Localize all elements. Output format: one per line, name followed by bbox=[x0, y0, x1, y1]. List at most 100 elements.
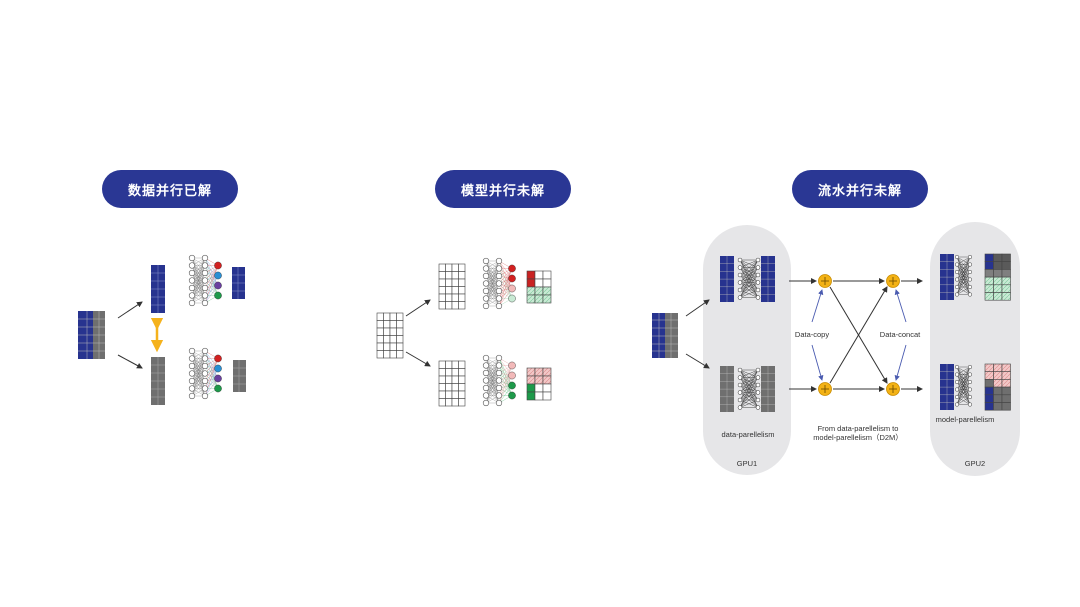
grid-cell bbox=[534, 294, 544, 304]
grid-cell bbox=[383, 342, 391, 351]
neuron bbox=[967, 379, 973, 385]
neuron bbox=[954, 277, 960, 282]
neuron bbox=[755, 287, 761, 293]
grid-cell bbox=[526, 294, 536, 304]
heading-model-parallel: 模型并行未解 bbox=[435, 170, 571, 208]
neural-net-part-2 bbox=[482, 354, 516, 407]
grid-cell bbox=[396, 350, 404, 359]
grid-cell bbox=[458, 360, 466, 369]
input-batch-block bbox=[78, 311, 105, 359]
grid-cell bbox=[376, 335, 384, 344]
neuron bbox=[495, 362, 503, 369]
neuron bbox=[755, 295, 761, 300]
grid-cell bbox=[445, 368, 453, 377]
sum-node-left-bottom bbox=[818, 382, 832, 396]
grid-cell bbox=[984, 402, 994, 411]
neuron bbox=[495, 280, 503, 287]
grid-cell bbox=[993, 284, 1003, 293]
neuron bbox=[495, 295, 503, 302]
neuron bbox=[954, 254, 960, 260]
neuron bbox=[482, 272, 490, 280]
grid-cell bbox=[445, 360, 453, 369]
grid-cell bbox=[984, 363, 994, 372]
neuron bbox=[737, 272, 743, 278]
grid-cell bbox=[984, 379, 994, 388]
grid-cell bbox=[396, 327, 404, 336]
grid-cell bbox=[1001, 269, 1011, 278]
grid-cell bbox=[542, 391, 552, 401]
grid-cell bbox=[534, 278, 544, 288]
gray-data-shard bbox=[151, 357, 165, 405]
grid-cell bbox=[984, 292, 994, 301]
neuron bbox=[482, 257, 490, 265]
neuron bbox=[755, 367, 761, 373]
grid-cell bbox=[445, 383, 453, 392]
grid-cell bbox=[445, 286, 453, 295]
neuron bbox=[954, 402, 960, 407]
grid-cell bbox=[1001, 276, 1011, 286]
neuron bbox=[737, 287, 743, 293]
grid-cell bbox=[383, 327, 391, 336]
grid-cell bbox=[383, 350, 391, 359]
neuron bbox=[201, 362, 209, 370]
grid-cell bbox=[445, 398, 453, 407]
grid-cell bbox=[389, 335, 397, 344]
neuron bbox=[954, 269, 960, 275]
pipeline-input-block bbox=[652, 313, 678, 358]
grid-cell bbox=[542, 294, 552, 304]
grid-cell bbox=[438, 368, 446, 377]
output-neuron bbox=[508, 274, 516, 283]
grid-cell bbox=[1001, 253, 1011, 262]
output-neuron bbox=[214, 374, 222, 383]
neuron bbox=[954, 292, 960, 297]
grid-cell bbox=[376, 350, 384, 359]
grid-cell bbox=[389, 312, 397, 321]
data-concat-label: Data-concat bbox=[880, 330, 921, 339]
grid-cell bbox=[458, 383, 466, 392]
grid-cell bbox=[993, 276, 1003, 286]
gray-output-block bbox=[233, 360, 246, 392]
grid-cell bbox=[526, 367, 536, 377]
output-neuron bbox=[214, 281, 222, 290]
grid-cell bbox=[458, 390, 466, 399]
grid-cell bbox=[451, 398, 459, 407]
grid-cell bbox=[526, 278, 536, 288]
grid-cell bbox=[458, 293, 466, 302]
neuron bbox=[967, 402, 973, 407]
output-neuron bbox=[214, 271, 222, 280]
data-copy-label: Data-copy bbox=[795, 330, 829, 339]
neuron bbox=[967, 394, 973, 400]
grid-cell bbox=[458, 368, 466, 377]
d2m-label-line1: From data-parellelism to bbox=[818, 424, 899, 433]
grid-cell bbox=[534, 270, 544, 280]
output-neuron bbox=[214, 291, 222, 300]
grid-cell bbox=[993, 402, 1003, 411]
neuron bbox=[737, 280, 743, 285]
neuron bbox=[188, 370, 196, 377]
neuron bbox=[188, 385, 196, 392]
neuron bbox=[201, 299, 209, 307]
neuron bbox=[482, 295, 490, 302]
neuron bbox=[482, 302, 490, 310]
pipeline-parallel-diagram: Data-copy Data-concat data-parellelism m… bbox=[652, 222, 1020, 476]
neuron bbox=[755, 257, 761, 263]
model-parallel-diagram bbox=[376, 257, 552, 407]
neuron bbox=[201, 262, 209, 269]
neuron bbox=[201, 370, 209, 377]
neuron bbox=[495, 392, 503, 399]
grid-cell bbox=[993, 394, 1003, 403]
neuron bbox=[967, 262, 973, 267]
neuron bbox=[482, 369, 490, 377]
grid-cell bbox=[1001, 292, 1011, 301]
model-parallelism-label: model-parellelism bbox=[936, 415, 995, 424]
input-grid bbox=[376, 312, 404, 359]
neuron bbox=[188, 277, 196, 284]
neuron bbox=[954, 372, 960, 377]
grid-cell bbox=[458, 301, 466, 310]
grid-cell bbox=[526, 270, 536, 280]
grid-cell bbox=[383, 320, 391, 329]
grid-cell bbox=[534, 286, 544, 296]
neuron bbox=[188, 347, 196, 355]
neuron bbox=[737, 375, 743, 380]
